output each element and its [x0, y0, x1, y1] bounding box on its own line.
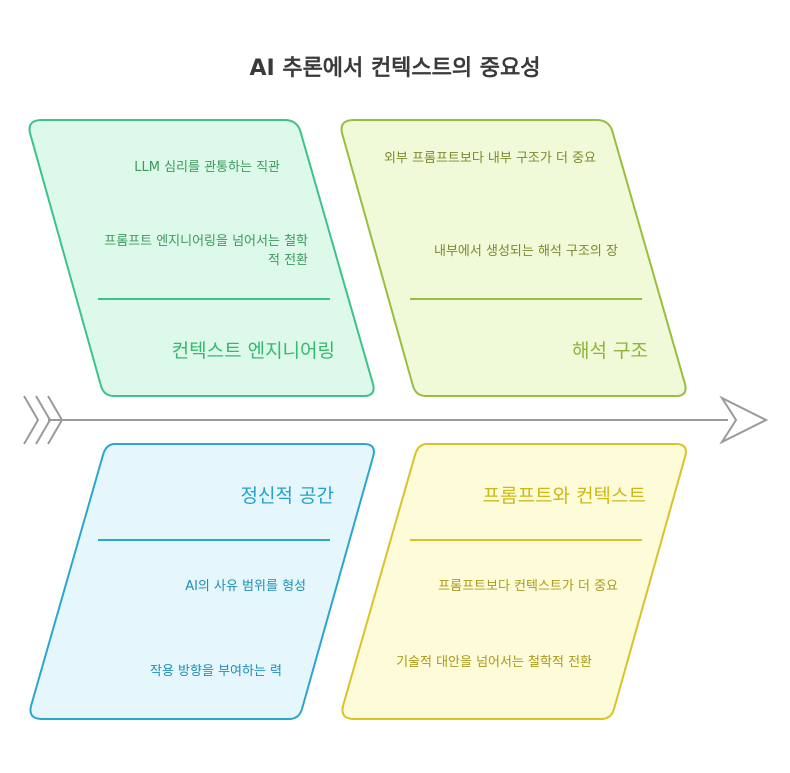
spine-tail-3 [47, 395, 64, 445]
bottom-right-item-1: 프롬프트보다 컨텍스트가 더 중요 [438, 579, 618, 594]
bottom-left-item-2: 작용 방향을 부여하는 력 [150, 664, 282, 679]
top-right-box [340, 119, 687, 397]
top-left-item-1: LLM 심리를 관통하는 직관 [134, 160, 280, 175]
spine-tail-2 [35, 395, 52, 445]
bottom-right-box [341, 443, 687, 720]
bottom-right-heading: 프롬프트와 컨텍스트 [482, 485, 646, 507]
diagram-title: AI 추론에서 컨텍스트의 중요성 [249, 56, 541, 81]
bottom-right-item-2: 기술적 대안을 넘어서는 철학적 전환 [396, 655, 592, 670]
top-right-heading: 해석 구조 [572, 340, 648, 362]
spine-tail-1 [23, 395, 40, 445]
spine [23, 395, 769, 445]
top-left-heading: 컨텍스트 엔지니어링 [171, 340, 335, 362]
spine-arrow-head [719, 395, 769, 445]
top-right-item-2: 내부에서 생성되는 해석 구조의 장 [434, 244, 618, 259]
top-left-item-2: 프롬프트 엔지니어링을 넘어서는 철학적 전환 [104, 234, 308, 268]
top-right-item-1: 외부 프롬프트보다 내부 구조가 더 중요 [383, 151, 596, 166]
bottom-left-item-1: AI의 사유 범위를 형성 [185, 579, 306, 594]
bottom-left-heading: 정신적 공간 [240, 485, 334, 507]
bottom-left-box [29, 443, 375, 720]
top-left-box [28, 119, 375, 397]
